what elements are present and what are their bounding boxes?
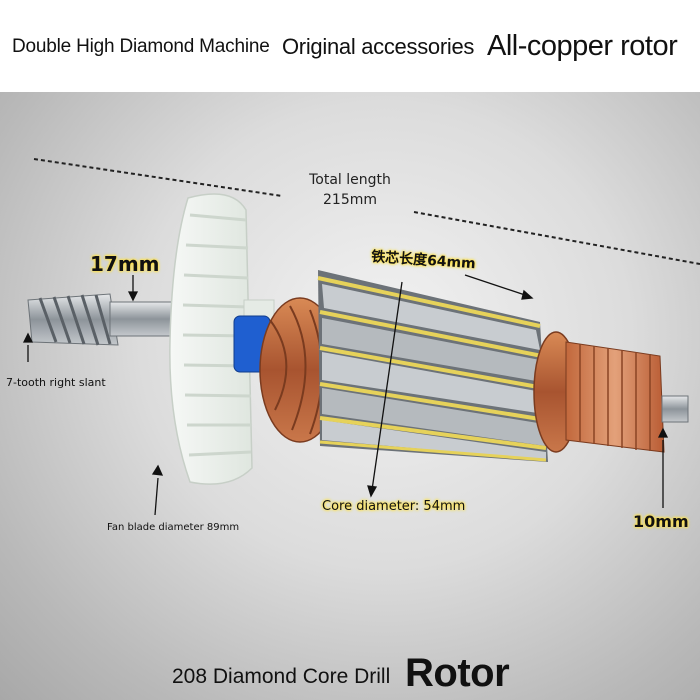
shaft-diameter-label: 17mm (90, 252, 160, 276)
header-banner: Double High Diamond Machine Original acc… (0, 0, 700, 92)
total-length-title: Total length (309, 172, 391, 188)
fan-blade (169, 193, 275, 485)
gear-teeth-label: 7-tooth right slant (6, 376, 106, 389)
fan-diameter-label: Fan blade diameter 89mm (107, 522, 240, 533)
rear-shaft (661, 395, 689, 423)
gear-tip (27, 293, 119, 346)
total-length-line-left (33, 158, 283, 197)
part-name: Rotor (405, 651, 510, 695)
rotor-illustration (22, 158, 700, 516)
dimension-arrows (22, 274, 669, 516)
header-feature-1: Double High Diamond Machine (12, 36, 270, 57)
header-feature-2: Original accessories (282, 34, 475, 59)
end-shaft-diameter-label: 10mm (633, 512, 689, 531)
total-length-value: 215mm (323, 192, 377, 208)
product-photo: Total length 215mm 17mm 铁芯长度64mm 7-tooth… (0, 92, 700, 700)
core-diameter-label: Core diameter: 54mm (322, 499, 466, 514)
product-name: 208 Diamond Core Drill (172, 665, 391, 688)
armature-core (317, 270, 548, 462)
total-length-label: Total length 215mm (300, 170, 400, 210)
commutator (565, 341, 665, 453)
header-feature-3: All-copper rotor (487, 30, 678, 62)
